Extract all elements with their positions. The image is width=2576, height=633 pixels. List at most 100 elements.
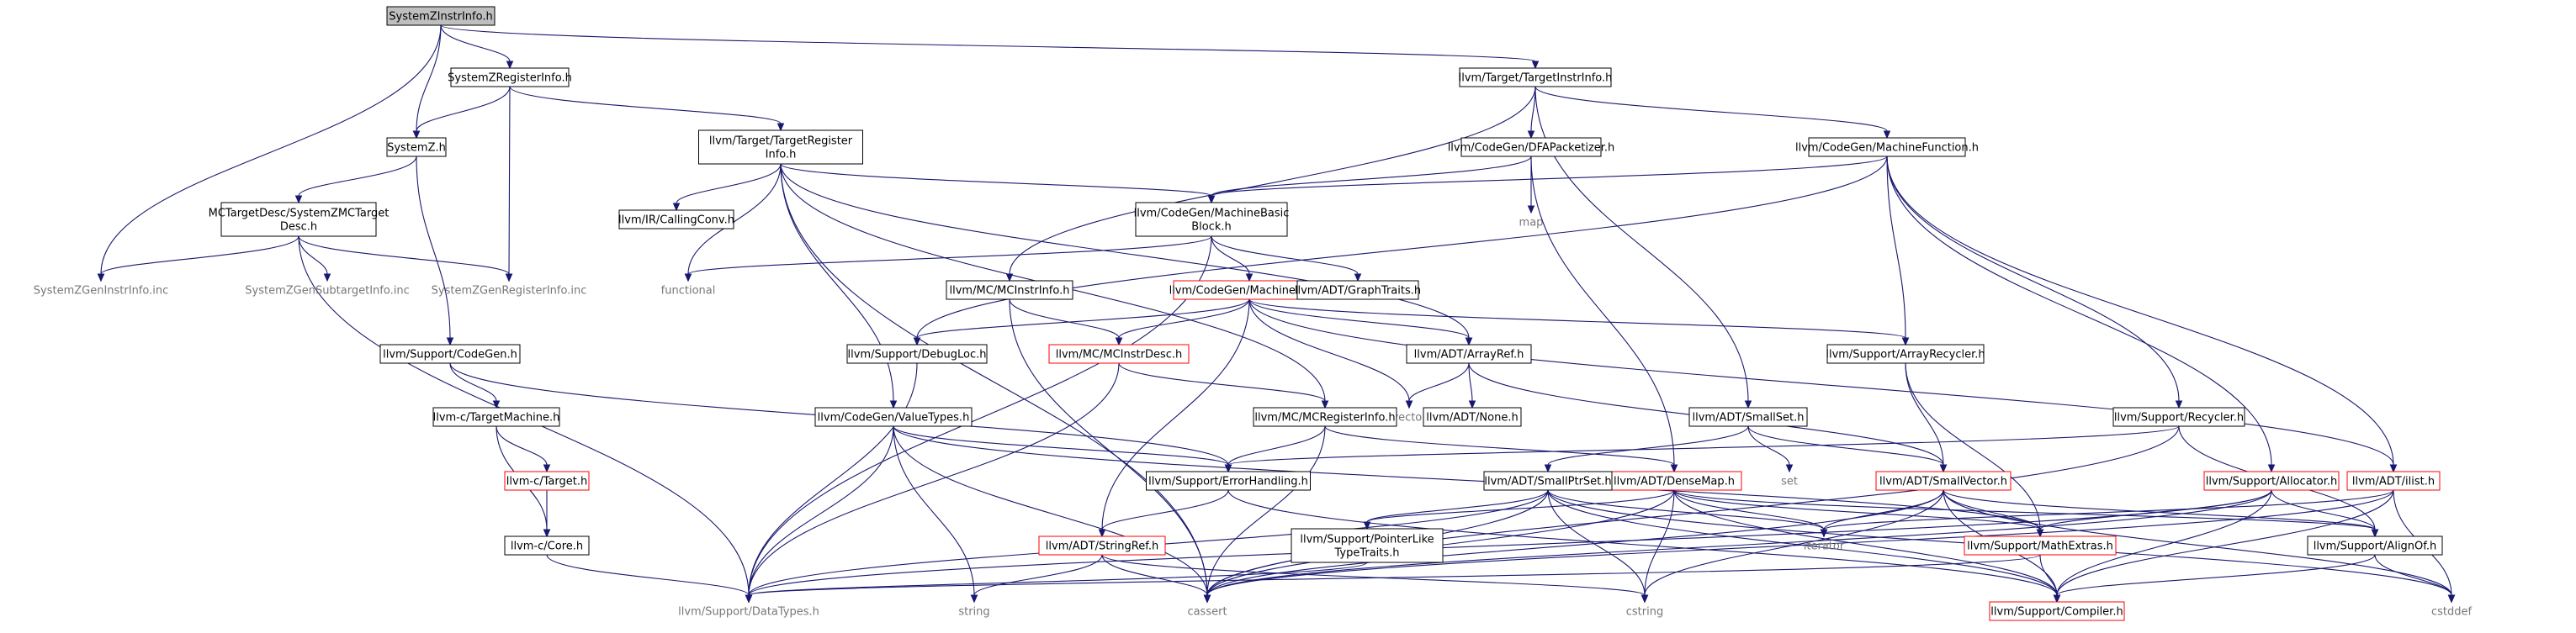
node-recycler[interactable]: llvm/Support/Recycler.h [2112,407,2245,427]
edge-mf-to-mbb [1207,156,1888,204]
node-mf[interactable]: llvm/CodeGen/MachineFunction.h [1795,137,1979,157]
node-label: llvm/MC/MCRegisterInfo.h [1254,412,1395,425]
node-box [386,6,496,26]
node-alignof[interactable]: llvm/Support/AlignOf.h [2307,535,2443,556]
node-mcinstrinfo[interactable]: llvm/MC/MCInstrInfo.h [946,280,1073,300]
node-label: vector [1391,412,1427,425]
node-graphtraits[interactable]: llvm/ADT/GraphTraits.h [1295,280,1421,300]
node-label: llvm/CodeGen/MachineFunction.h [1795,142,1979,155]
node-box [1483,471,1613,491]
node-label: llvm/CodeGen/ValueTypes.h [818,412,970,425]
node-label: llvm/Support/ArrayRecycler.h [1826,349,1985,361]
node-box [220,202,377,237]
node-label: SystemZGenRegisterInfo.inc [432,285,587,298]
edge-mi-to-mcinstrdesc [1115,298,1250,346]
node-box [1135,202,1288,237]
node-label: SystemZInstrInfo.h [389,11,492,24]
node-label: llvm-c/Target.h [506,476,587,488]
node-label: llvm/CodeGen/DFAPacketizer.h [1448,142,1615,155]
edge-targetmachine-to-ctarget [496,425,551,473]
node-box [1964,535,2117,556]
node-label: cstddef [2431,606,2473,619]
node-smallset[interactable]: llvm/ADT/SmallSet.h [1688,407,1808,427]
edge-root-to-tii [440,24,1540,70]
edge-smallvector-to-mathextras [1943,489,2044,538]
node-callconv[interactable]: llvm/IR/CallingConv.h [618,209,734,229]
node-none[interactable]: llvm/ADT/None.h [1423,407,1522,427]
edge-mf-to-allocator [1886,156,2276,473]
node-tii[interactable]: llvm/Target/TargetInstrInfo.h [1459,67,1613,87]
node-box [1146,471,1311,491]
node-label: llvm/Support/ErrorHandling.h [1148,476,1308,488]
edge-recycler-to-cassert [1203,425,2180,604]
node-label: SystemZ.h [387,142,446,155]
node-zreg[interactable]: SystemZRegisterInfo.h [448,67,572,87]
edge-recycler-to-errorhandling [1224,425,2180,473]
node-cstddef: cstddef [2431,606,2473,619]
node-map: map [1519,217,1544,229]
edge-root-to-zreg [440,24,514,70]
node-box [386,137,447,157]
node-label: llvm/Support/Compiler.h [1990,606,2123,619]
node-label: llvm/Support/AlignOf.h [2314,541,2437,553]
node-dfa[interactable]: llvm/CodeGen/DFAPacketizer.h [1448,137,1615,157]
node-label: SystemZGenInstrInfo.inc [34,285,169,298]
node-mi[interactable]: llvm/CodeGen/MachineInstr.h [1169,280,1330,300]
node-compiler[interactable]: llvm/Support/Compiler.h [1989,601,2125,621]
edge-tri-to-callconv [672,163,782,212]
node-mathextras[interactable]: llvm/Support/MathExtras.h [1964,535,2117,556]
node-valuetypes[interactable]: llvm/CodeGen/ValueTypes.h [814,407,973,427]
node-label: llvm/CodeGen/MachineBasic [1134,208,1290,220]
node-label: llvm/ADT/SmallSet.h [1692,412,1804,425]
node-box [2346,471,2441,491]
node-box [2112,407,2245,427]
node-label: llvm/Target/TargetRegister [709,135,853,148]
node-smallvector[interactable]: llvm/ADT/SmallVector.h [1875,471,2012,491]
node-allocator[interactable]: llvm/Support/Allocator.h [2203,471,2340,491]
node-box [1808,137,1966,157]
node-mcreginfo[interactable]: llvm/MC/MCRegisterInfo.h [1253,407,1397,427]
node-smallptrset[interactable]: llvm/ADT/SmallPtrSet.h [1483,471,1613,491]
node-label: llvm/MC/MCInstrDesc.h [1056,349,1183,361]
node-debugloc[interactable]: llvm/Support/DebugLoc.h [846,344,988,364]
edge-mctd-to-geninstr [97,235,299,282]
node-root[interactable]: SystemZInstrInfo.h [386,6,496,26]
edge-smallvector-to-cstring [1640,489,1944,604]
node-label: llvm/Support/CodeGen.h [383,349,517,361]
edge-arrayref-to-none [1468,362,1476,409]
edge-tri-to-valuetypes [780,163,898,409]
edge-zreg-to-genreg [505,86,513,282]
node-label: llvm/ADT/StringRef.h [1046,541,1158,553]
node-mcinstrdesc[interactable]: llvm/MC/MCInstrDesc.h [1048,344,1190,364]
edge-mi-to-arrayrecycler [1248,298,1910,346]
node-label: MCTargetDesc/SystemZMCTarget [209,208,390,220]
node-densemap[interactable]: llvm/ADT/DenseMap.h [1606,471,1742,491]
node-label: cassert [1187,606,1227,619]
node-label: llvm/IR/CallingConv.h [618,214,734,227]
node-stringref[interactable]: llvm/ADT/StringRef.h [1038,535,1166,556]
node-arrayref[interactable]: llvm/ADT/ArrayRef.h [1406,344,1532,364]
edge-tii-to-mf [1534,86,1891,140]
edge-mctd-to-genreg [298,235,513,282]
node-systemz[interactable]: SystemZ.h [386,137,447,157]
edge-errorhandling-to-stringref [1098,489,1229,538]
node-label: llvm/ADT/SmallPtrSet.h [1484,476,1611,488]
node-iterator: iterator [1804,541,1845,553]
node-errorhandling[interactable]: llvm/Support/ErrorHandling.h [1146,471,1311,491]
node-ccore[interactable]: llvm-c/Core.h [504,535,590,556]
node-ilist[interactable]: llvm/ADT/ilist.h [2346,471,2441,491]
node-arrayrecycler[interactable]: llvm/Support/ArrayRecycler.h [1826,344,1985,364]
node-label: functional [661,285,716,298]
node-codegen[interactable]: llvm/Support/CodeGen.h [379,344,521,364]
node-label: llvm/ADT/SmallVector.h [1879,476,2007,488]
edge-stringref-to-string [970,554,1103,604]
node-label: llvm/Support/DebugLoc.h [848,349,987,361]
node-targetmachine[interactable]: llvm-c/TargetMachine.h [432,407,560,427]
node-label: Info.h [766,149,797,161]
edge-zreg-to-tri [509,86,785,132]
node-ctarget[interactable]: llvm-c/Target.h [504,471,590,491]
